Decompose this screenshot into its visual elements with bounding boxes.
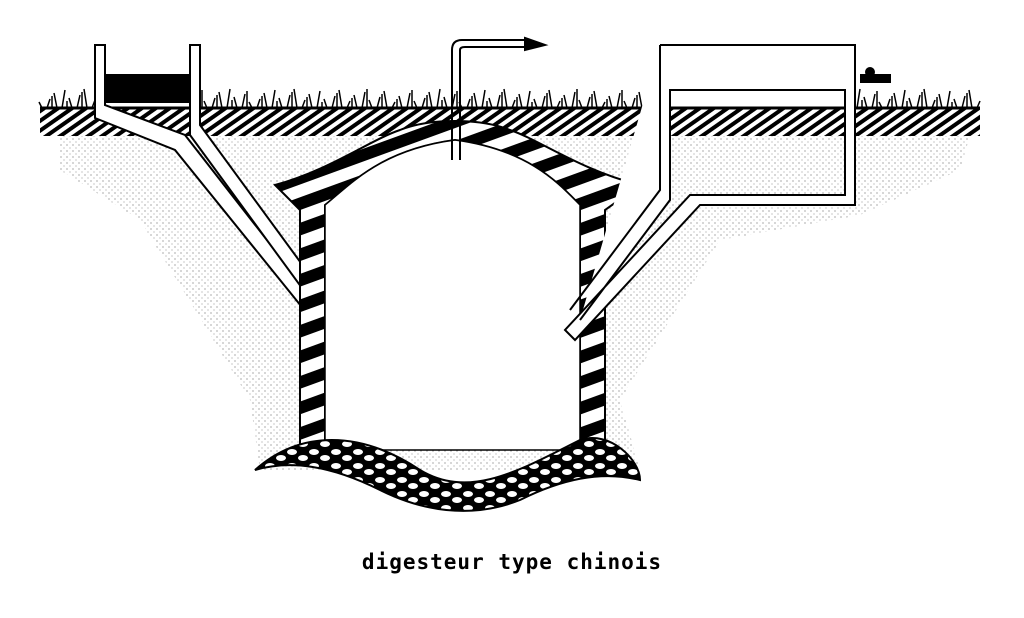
diagram-caption: digesteur type chinois <box>361 550 663 574</box>
gravel-foundation <box>254 437 642 512</box>
digester-chamber <box>324 139 581 451</box>
outlet-tank <box>563 44 891 342</box>
inlet-seal <box>104 74 191 103</box>
gas-pipe <box>451 36 549 160</box>
